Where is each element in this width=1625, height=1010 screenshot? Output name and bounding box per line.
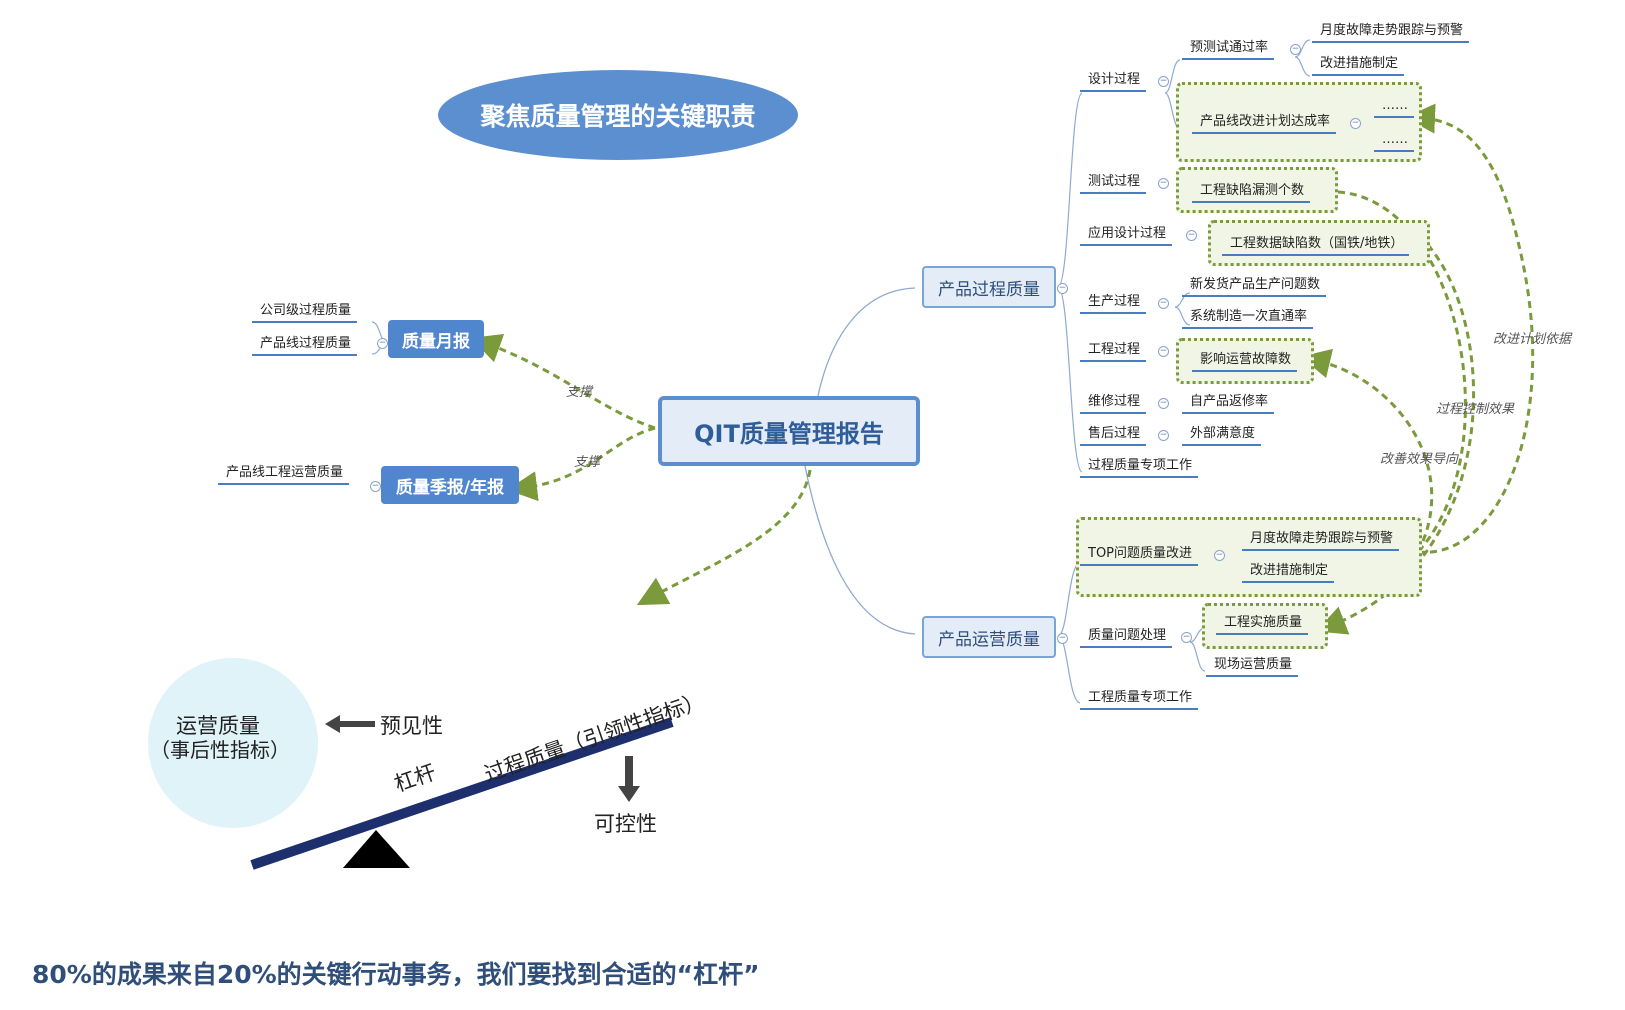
ops-quality-title: 运营质量 xyxy=(176,714,260,738)
process-quality-label: 产品过程质量 xyxy=(938,279,1040,300)
ops-quality-label: 产品运营质量 xyxy=(938,629,1040,650)
quarterly-item[interactable]: 产品线工程运营质量 xyxy=(218,465,350,485)
design-pretest-child-1[interactable]: 月度故障走势跟踪与预警 xyxy=(1312,23,1470,43)
control-label: 可控性 xyxy=(594,812,657,836)
process-special[interactable]: 过程质量专项工作 xyxy=(1080,458,1199,478)
collapse-icon[interactable]: − xyxy=(1186,230,1197,241)
design-plan-frame xyxy=(1176,82,1422,162)
title-oval: 聚焦质量管理的关键职责 xyxy=(438,70,798,160)
top-issue-child-2[interactable]: 改进措施制定 xyxy=(1242,563,1335,583)
center-node[interactable]: QIT质量管理报告 xyxy=(658,396,920,466)
improve-guide-label: 改善效果导向 xyxy=(1380,452,1459,467)
lever-beam xyxy=(250,717,674,870)
issue-child-1[interactable]: 工程实施质量 xyxy=(1216,615,1309,635)
collapse-icon[interactable]: − xyxy=(1057,633,1068,644)
top-issue-frame xyxy=(1076,517,1422,597)
top-issue[interactable]: TOP问题质量改进 xyxy=(1080,546,1199,566)
monthly-report-node[interactable]: 质量月报 xyxy=(388,320,484,358)
bottom-statement: 80%的成果来自20%的关键行动事务，我们要找到合适的“杠杆” xyxy=(32,960,760,989)
ops-quality-node[interactable]: 产品运营质量 xyxy=(922,616,1056,658)
engineering-process[interactable]: 工程过程 xyxy=(1080,342,1147,362)
aftersales-process[interactable]: 售后过程 xyxy=(1080,426,1147,446)
design-pretest[interactable]: 预测试通过率 xyxy=(1182,40,1275,60)
monthly-item-productline[interactable]: 产品线过程质量 xyxy=(252,336,358,356)
collapse-icon[interactable]: − xyxy=(1158,76,1169,87)
ops-quality-subtitle: （事后性指标） xyxy=(150,738,290,762)
repair-process[interactable]: 维修过程 xyxy=(1080,394,1147,414)
design-plan[interactable]: 产品线改进计划达成率 xyxy=(1192,114,1337,134)
test-child[interactable]: 工程缺陷漏测个数 xyxy=(1192,183,1311,203)
quality-issue-handling[interactable]: 质量问题处理 xyxy=(1080,628,1173,648)
collapse-icon[interactable]: − xyxy=(1350,118,1361,129)
collapse-icon[interactable]: − xyxy=(1158,346,1169,357)
collapse-icon[interactable]: − xyxy=(1057,283,1068,294)
process-quality-node[interactable]: 产品过程质量 xyxy=(922,266,1056,308)
collapse-icon[interactable]: − xyxy=(1158,398,1169,409)
ops-special[interactable]: 工程质量专项工作 xyxy=(1080,690,1199,710)
collapse-icon[interactable]: − xyxy=(1158,178,1169,189)
issue-child-frame xyxy=(1202,603,1328,649)
app-design-child-frame xyxy=(1208,220,1430,266)
issue-child-2[interactable]: 现场运营质量 xyxy=(1206,657,1299,677)
app-design-process[interactable]: 应用设计过程 xyxy=(1080,226,1173,246)
support-label-2: 支撑 xyxy=(574,455,601,470)
collapse-icon[interactable]: − xyxy=(377,338,388,349)
design-process[interactable]: 设计过程 xyxy=(1080,72,1147,92)
production-child-2[interactable]: 系统制造一次直通率 xyxy=(1182,309,1314,329)
center-text: QIT质量管理报告 xyxy=(694,419,884,448)
top-issue-child-1[interactable]: 月度故障走势跟踪与预警 xyxy=(1242,531,1400,551)
foresee-label: 预见性 xyxy=(380,714,443,738)
collapse-icon[interactable]: − xyxy=(1158,298,1169,309)
plan-basis-label: 改进计划依据 xyxy=(1493,332,1572,347)
design-plan-child-1[interactable]: …… xyxy=(1374,98,1414,118)
collapse-icon[interactable]: − xyxy=(1158,430,1169,441)
ops-quality-circle xyxy=(148,658,318,828)
collapse-icon[interactable]: − xyxy=(370,481,381,492)
app-design-child[interactable]: 工程数据缺陷数（国铁/地铁） xyxy=(1222,236,1410,256)
design-pretest-child-2[interactable]: 改进措施制定 xyxy=(1312,56,1405,76)
monthly-report-label: 质量月报 xyxy=(402,331,470,352)
engineering-child[interactable]: 影响运营故障数 xyxy=(1192,352,1298,372)
title-text: 聚焦质量管理的关键职责 xyxy=(480,102,756,131)
collapse-icon[interactable]: − xyxy=(1290,44,1301,55)
test-child-frame xyxy=(1176,167,1338,213)
process-control-label: 过程控制效果 xyxy=(1436,402,1515,417)
collapse-icon[interactable]: − xyxy=(1214,550,1225,561)
aftersales-child[interactable]: 外部满意度 xyxy=(1182,426,1262,446)
collapse-icon[interactable]: − xyxy=(1181,632,1192,643)
monthly-item-company[interactable]: 公司级过程质量 xyxy=(252,303,358,323)
engineering-child-frame xyxy=(1176,338,1314,384)
production-child-1[interactable]: 新发货产品生产问题数 xyxy=(1182,277,1327,297)
design-plan-child-2[interactable]: …… xyxy=(1374,132,1414,152)
quarterly-report-node[interactable]: 质量季报/年报 xyxy=(381,466,519,504)
test-process[interactable]: 测试过程 xyxy=(1080,174,1147,194)
support-label-1: 支撑 xyxy=(566,385,593,400)
quarterly-report-label: 质量季报/年报 xyxy=(395,477,505,498)
production-process[interactable]: 生产过程 xyxy=(1080,294,1147,314)
repair-child[interactable]: 自产品返修率 xyxy=(1182,394,1275,414)
